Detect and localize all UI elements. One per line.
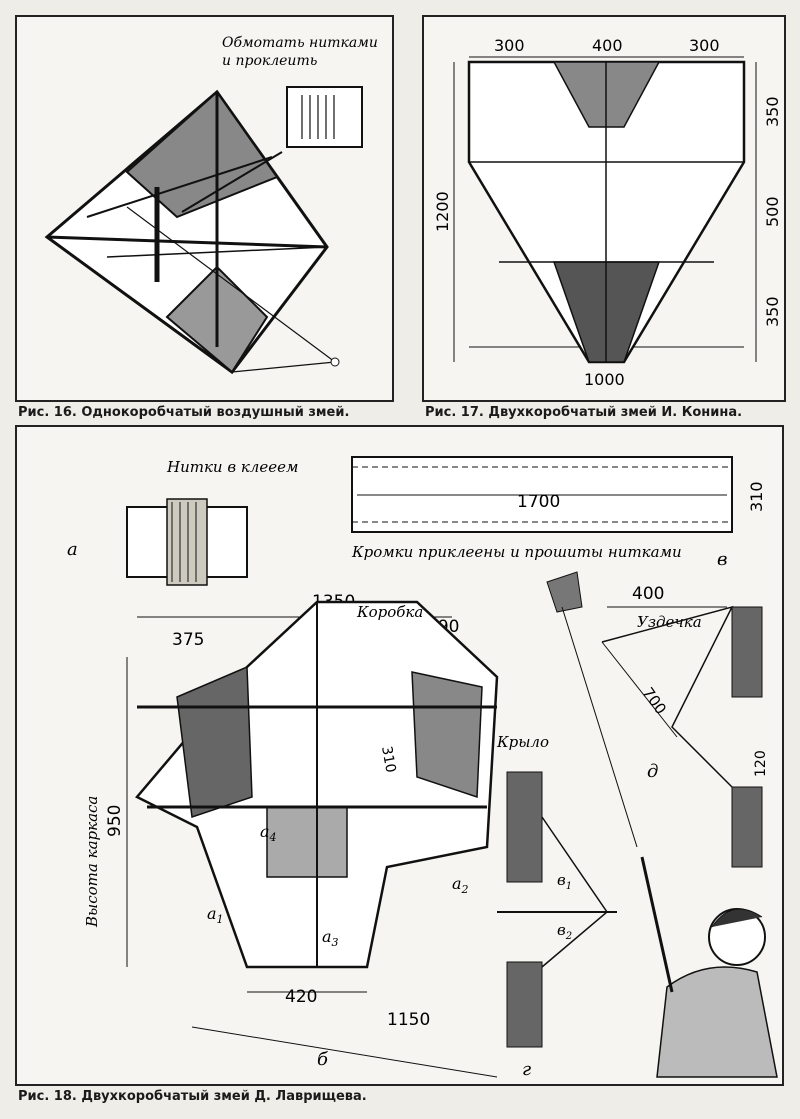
dim-d-top: 400 xyxy=(632,584,664,604)
label-b1: в1 xyxy=(557,871,572,892)
label-b-height: Высота каркаса xyxy=(83,796,101,928)
dim-top-mid: 400 xyxy=(592,36,623,55)
detail-b: 1350 375 290 Высота каркаса 950 310 Коро… xyxy=(83,592,549,1078)
dim-right-top: 350 xyxy=(763,96,782,127)
dim-b-box-depth: 310 xyxy=(378,745,398,774)
figure-17-panel: 300 400 300 1200 350 500 350 1000 xyxy=(422,15,786,402)
dim-bottom: 1000 xyxy=(584,370,625,389)
dim-top-left: 300 xyxy=(494,36,525,55)
figure-16-drawing: Обмотать нитками и проклеить xyxy=(44,35,378,375)
detail-v: 1700 310 Кромки приклеены и прошиты нитк… xyxy=(351,456,766,570)
dim-b-height: 950 xyxy=(105,805,125,837)
letter-g: г xyxy=(522,1059,531,1080)
detail-d: 400 Уздечка 700 120 д xyxy=(546,571,769,868)
dim-height: 1200 xyxy=(433,191,452,232)
joint-detail xyxy=(286,86,363,148)
label-bridle: Уздечка xyxy=(637,613,702,631)
figure-18-panel: Нитки в клееем а 1700 310 Кромки приклее… xyxy=(15,425,784,1086)
note-line1: Обмотать нитками xyxy=(222,35,378,51)
arrow-to-detail xyxy=(181,151,283,213)
detail-a: Нитки в клееем а xyxy=(67,458,298,586)
dim-b-bottom-outer: 1150 xyxy=(387,1010,430,1030)
label-a4: a4 xyxy=(260,822,277,844)
dim-right-mid: 500 xyxy=(763,196,782,227)
label-box: Коробка xyxy=(356,603,423,621)
dim-b-bottom-inner: 420 xyxy=(285,987,317,1007)
caption-fig17: Рис. 17. Двухкоробчатый змей И. Конина. xyxy=(425,405,743,420)
letter-b: б xyxy=(317,1049,329,1070)
caption-fig18: Рис. 18. Двухкоробчатый змей Д. Лаврищев… xyxy=(18,1089,367,1104)
note-a: Нитки в клееем xyxy=(166,458,298,476)
label-b2: в2 xyxy=(557,921,572,942)
letter-a: а xyxy=(67,539,78,560)
caption-fig16: Рис. 16. Однокоробчатый воздушный змей. xyxy=(18,405,350,420)
detail-g: в1 в2 г xyxy=(497,771,617,1080)
kite-top-panel xyxy=(125,90,279,219)
note-line2: и проклеить xyxy=(222,53,317,69)
label-wing: Крыло xyxy=(496,733,549,751)
label-a3: a3 xyxy=(322,927,339,949)
dim-v-height: 310 xyxy=(747,481,766,512)
person-illustration xyxy=(640,856,778,1078)
letter-v: в xyxy=(717,549,727,570)
letter-d: д xyxy=(647,761,658,782)
dim-b-left: 375 xyxy=(172,630,204,650)
dim-d-bridle: 700 xyxy=(639,684,670,718)
label-a1: a1 xyxy=(207,904,224,926)
dim-v-length: 1700 xyxy=(517,492,560,512)
figure-17-drawing: 300 400 300 1200 350 500 350 1000 xyxy=(433,36,782,389)
dim-d-side: 120 xyxy=(753,750,769,777)
label-a2: a2 xyxy=(452,874,469,896)
figure-18-drawing: Нитки в клееем а 1700 310 Кромки приклее… xyxy=(67,456,778,1080)
dim-top-right: 300 xyxy=(689,36,720,55)
note-v: Кромки приклеены и прошиты нитками xyxy=(351,543,682,561)
figure-16-panel: Обмотать нитками и проклеить xyxy=(15,15,394,402)
dim-right-bottom: 350 xyxy=(763,296,782,327)
